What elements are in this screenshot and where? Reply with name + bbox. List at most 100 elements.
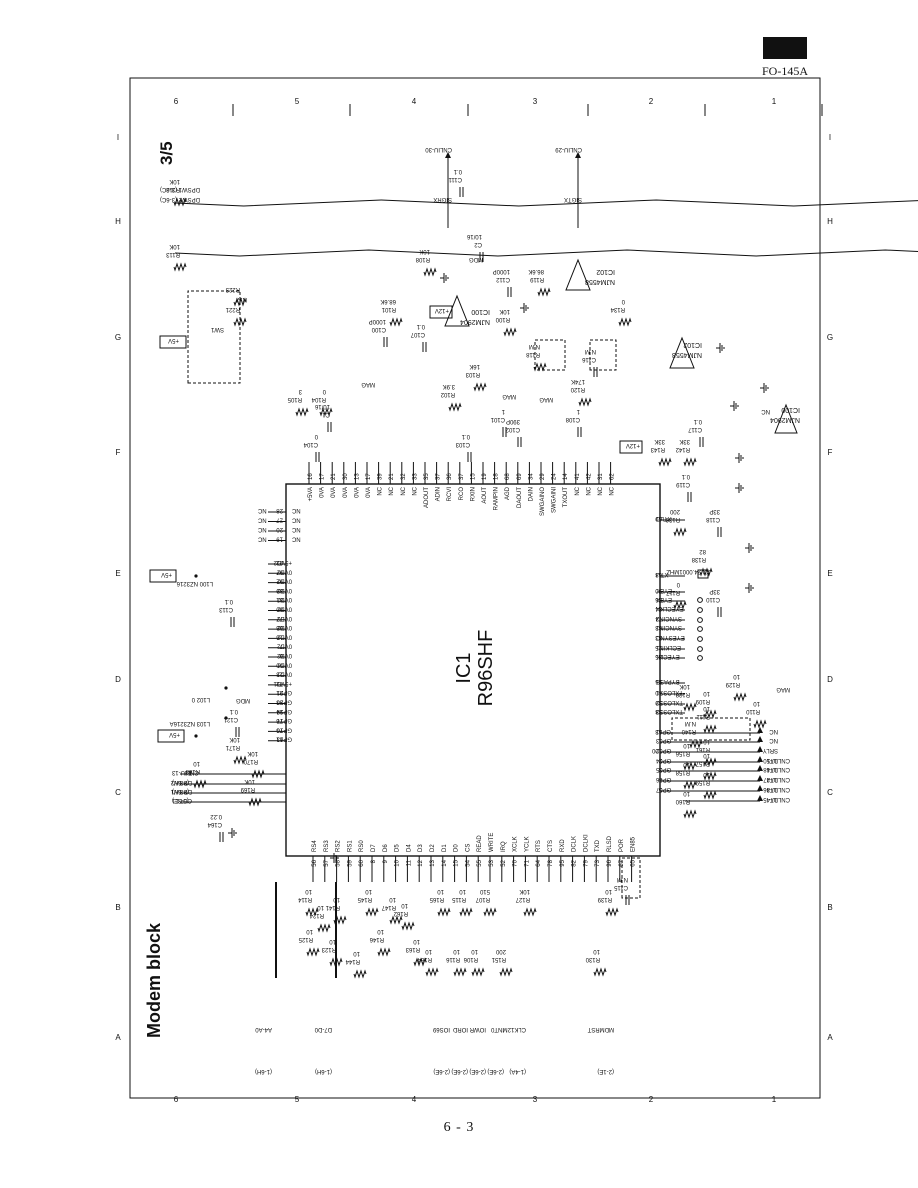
left-signal-ref: (5-3E) <box>172 797 189 803</box>
resistor-symbol <box>248 797 262 807</box>
resistor-symbol <box>533 362 547 372</box>
ic1-top-pin-number: 29 <box>540 473 546 480</box>
ic100b-opamp <box>774 403 798 434</box>
ic1-bottom-pin-name: D5 <box>395 844 401 852</box>
resistor-symbol <box>673 600 687 610</box>
resistor-ref: R171 <box>225 744 240 750</box>
r140-nm-box <box>671 717 751 741</box>
resistor-ref: R161 <box>695 746 710 752</box>
frame-index-left: G <box>115 333 121 342</box>
resistor-symbol <box>537 287 551 297</box>
resistor-value: 200 <box>495 948 506 954</box>
ic1-left-pin-number: 72 <box>276 680 283 686</box>
ic1-bottom-pin-number: 55 <box>477 859 483 866</box>
ground-net-label: MDG <box>469 256 483 262</box>
sigrx-label: SIGRX <box>433 196 452 202</box>
resistor-value: 10 <box>317 904 324 910</box>
outer-frame <box>129 77 821 1099</box>
ic1-bottom-pin-name: RS2 <box>336 840 342 852</box>
capacitor-value: 390P <box>506 418 520 424</box>
ic1-top-pin-name: NC <box>586 486 592 495</box>
resistor-value: 10 <box>471 948 478 954</box>
resistor-ref: R103 <box>465 371 480 377</box>
frame-index-right: I <box>829 133 831 142</box>
ic1-right-pin-name: XTLI <box>656 571 669 577</box>
bus-name: IOWR <box>469 1026 486 1032</box>
resistor-symbol <box>703 771 717 781</box>
resistor-symbol <box>377 947 391 957</box>
ic1-left-pin-number: 50 <box>276 661 283 667</box>
resistor-ref: R165 <box>429 896 444 902</box>
resistor-symbol <box>503 327 517 337</box>
resistor-value: 0 <box>621 298 625 304</box>
frame-index-right: B <box>827 903 832 912</box>
ic1-top-pin-name: AGD <box>505 486 511 500</box>
resistor-ref: R117 <box>665 589 680 595</box>
frame-index-right: E <box>827 569 832 578</box>
resistor-value: 10 <box>437 888 444 894</box>
resistor-ref: R115 <box>451 896 466 902</box>
ic1-right-pin-number: 74 <box>655 615 662 621</box>
frame-index-top: 4 <box>412 97 417 106</box>
resistor-symbol <box>523 907 537 917</box>
ic1-bottom-pin-number: 9 <box>383 859 389 863</box>
sw1-plus5v-label: +5V <box>168 337 179 343</box>
bus-name: INT0 <box>490 1026 504 1032</box>
ic1-bottom-pin-number: 64 <box>536 859 542 866</box>
ic1-left-pin-number: 27 <box>276 517 283 523</box>
ic1-top-pin-name: ADOUT <box>424 487 430 508</box>
resistor-symbol <box>306 947 320 957</box>
capacitor-value: 0 <box>314 433 318 439</box>
ic1-top-pin-number: 34 <box>528 473 534 480</box>
ic1-right-pin-number: 2 <box>658 757 662 763</box>
ic1-bottom-pin-name: RS3 <box>324 840 330 852</box>
ic1-right-pin-number: 100 <box>651 747 662 753</box>
resistor-value: 10 <box>703 738 710 744</box>
left-signal-name: DPSW2 <box>170 779 192 785</box>
frame-index-left: A <box>115 1033 121 1042</box>
l100-label: L100 NZ3216 <box>176 580 213 586</box>
bus-name: IORD <box>452 1026 468 1032</box>
ic1-right-pin-number: 39 <box>655 699 662 705</box>
capacitor-ref: C117 <box>687 426 702 432</box>
capacitor-ref: C104 <box>303 441 318 447</box>
resistor-value: 10 <box>459 888 466 894</box>
x2-label: X2 24.0001MHZ <box>666 568 710 574</box>
resistor-symbol <box>673 527 687 537</box>
r118-nm-box <box>534 339 566 371</box>
ic1-bottom-pin-name: TXD <box>595 839 601 852</box>
ic1-bottom-pin-name: DCLK <box>572 836 578 852</box>
ic1-left-pin-number: 6 <box>279 652 283 658</box>
bus-ref: (2-6E) <box>487 1068 504 1074</box>
test-point-icon <box>697 626 703 632</box>
ic1-right-pin-number: 5 <box>658 786 662 792</box>
resistor-symbol <box>683 809 697 819</box>
ic1-top-pin-number: 18 <box>494 473 500 480</box>
ic1-top-pin-number: 17 <box>366 473 372 480</box>
ic1-bottom-pin-name: D0 <box>454 844 460 852</box>
resistor-ref: R110 <box>745 708 760 714</box>
capacitor-ref: C107 <box>410 331 425 337</box>
ic1-left-pin-number: 89 <box>276 587 283 593</box>
ic1-right-pin-name: EYECLK <box>656 653 680 659</box>
ic100-ref: IC100 <box>471 308 490 315</box>
ic1-bottom-pin-name: CS <box>465 844 471 852</box>
resistor-value: 10 <box>683 790 690 796</box>
plus5v-box <box>149 569 177 583</box>
resistor-value: 10K <box>247 750 258 756</box>
ic1-bottom-pin-name: WRITE <box>489 833 495 852</box>
frame-index-left: B <box>115 903 120 912</box>
junction-dot <box>194 734 198 738</box>
resistor-symbol <box>473 382 487 392</box>
ic1-right-pin-number: 83 <box>655 624 662 630</box>
capacitor-ref: C118 <box>705 516 720 522</box>
sigtx-arrow-icon <box>575 152 581 158</box>
ic1-bottom-pin-name: RS4 <box>312 840 318 852</box>
capacitor-ref: C121 <box>223 716 238 722</box>
resistor-symbol <box>353 969 367 979</box>
ic1-top-pin-name: DAOUT <box>517 487 523 508</box>
ic1-top-pin-name: NC <box>389 486 395 495</box>
ic1-top-pin-name: NC <box>378 486 384 495</box>
left-signal-ref: (3-6H) <box>172 788 189 794</box>
frame-index-left: F <box>116 448 121 457</box>
